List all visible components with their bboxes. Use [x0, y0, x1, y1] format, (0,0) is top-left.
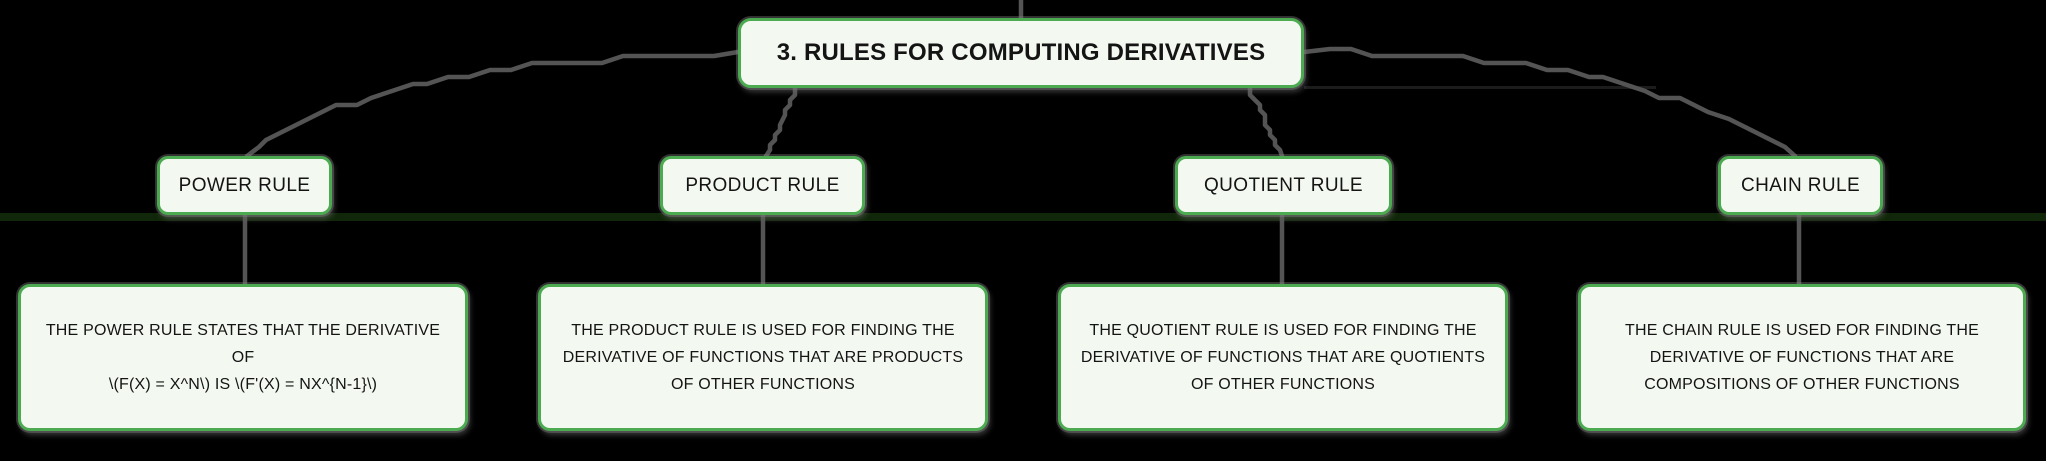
- description-node-power-rule[interactable]: THE POWER RULE STATES THAT THE DERIVATIV…: [18, 284, 468, 431]
- branch-node-label: PRODUCT RULE: [685, 174, 840, 196]
- branch-node-power-rule[interactable]: POWER RULE: [157, 156, 332, 215]
- branch-node-quotient-rule[interactable]: QUOTIENT RULE: [1175, 156, 1392, 215]
- connector-line: [1301, 46, 1798, 159]
- root-node-label: 3. RULES FOR COMPUTING DERIVATIVES: [776, 39, 1266, 66]
- description-node-product-rule[interactable]: THE PRODUCT RULE IS USED FOR FINDING THE…: [538, 284, 988, 431]
- green-band-artifact: [0, 213, 2046, 221]
- branch-node-label: POWER RULE: [178, 174, 311, 196]
- branch-node-product-rule[interactable]: PRODUCT RULE: [660, 156, 865, 215]
- branch-node-label: QUOTIENT RULE: [1204, 174, 1363, 196]
- connector-line: [244, 49, 741, 159]
- connector-line: [763, 85, 798, 159]
- root-node-rules-for-computing-derivatives[interactable]: 3. RULES FOR COMPUTING DERIVATIVES: [738, 18, 1304, 88]
- connector-line: [1247, 85, 1285, 159]
- branch-node-label: CHAIN RULE: [1740, 174, 1861, 196]
- description-node-chain-rule[interactable]: THE CHAIN RULE IS USED FOR FINDING THE D…: [1578, 284, 2026, 431]
- branch-node-chain-rule[interactable]: CHAIN RULE: [1718, 156, 1883, 215]
- faint-line-artifact: [1304, 86, 1656, 89]
- description-node-quotient-rule[interactable]: THE QUOTIENT RULE IS USED FOR FINDING TH…: [1058, 284, 1508, 431]
